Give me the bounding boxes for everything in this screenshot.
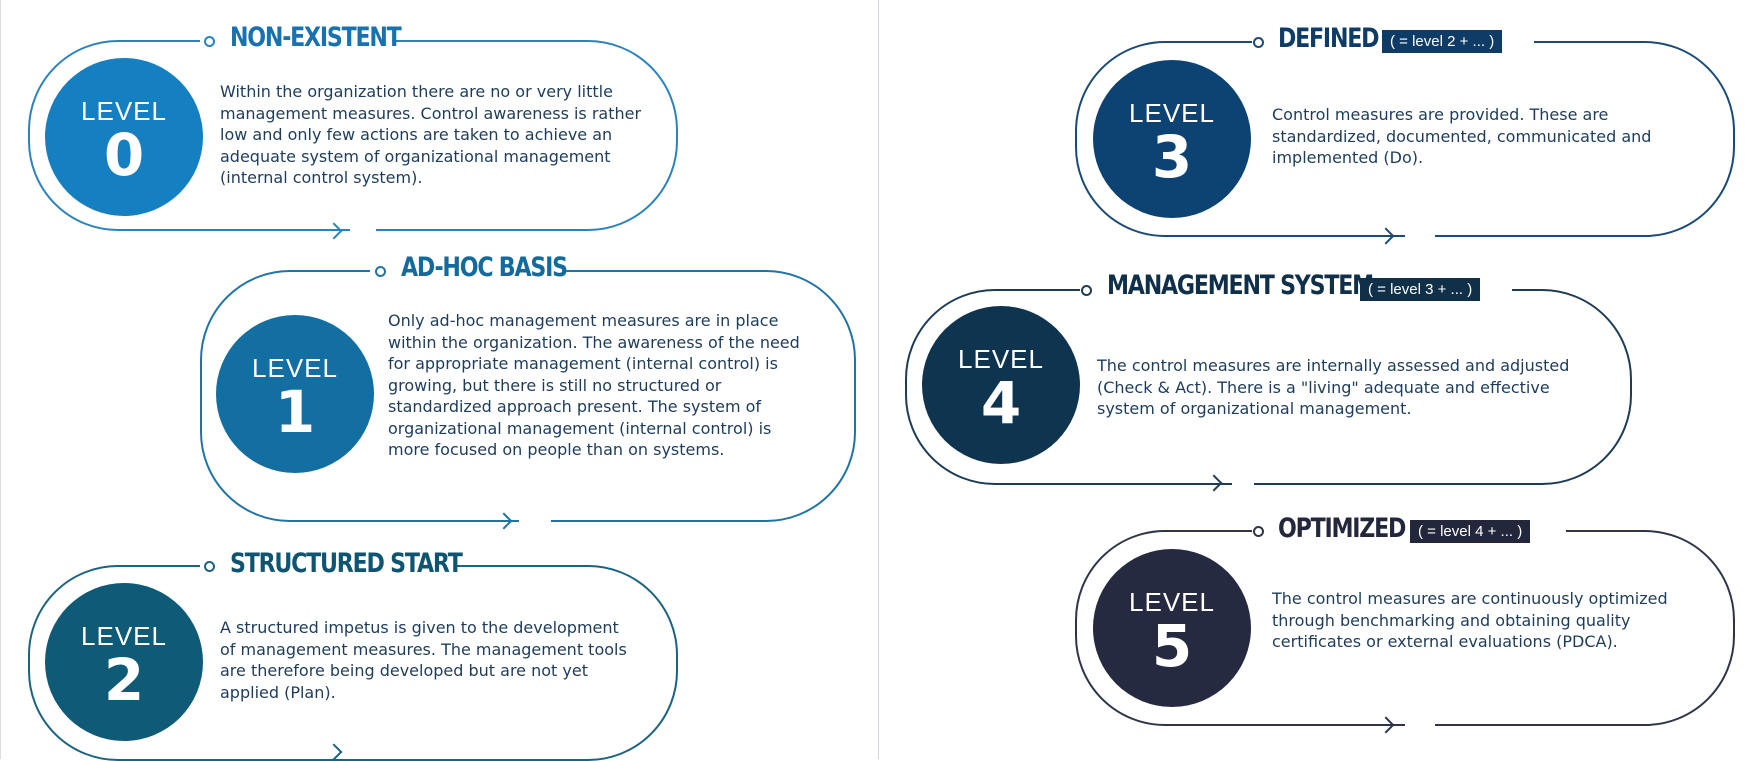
level-3-title: DEFINED	[1278, 23, 1380, 54]
level-4-number: 4	[980, 369, 1022, 437]
level-2-title: STRUCTURED START	[230, 548, 463, 579]
level-1-description: Only ad-hoc management measures are in p…	[388, 311, 800, 459]
level-3-dot	[1253, 37, 1264, 48]
level-3-badge: LEVEL 3	[1093, 60, 1251, 218]
level-2-description: A structured impetus is given to the dev…	[220, 618, 627, 702]
level-3-level-label: LEVEL	[1129, 98, 1215, 128]
level-0-number: 0	[103, 121, 145, 189]
level-4-level-label: LEVEL	[958, 344, 1044, 374]
level-1-dot	[375, 266, 386, 277]
level-3-number: 3	[1151, 123, 1193, 191]
level-1-badge: LEVEL 1	[216, 315, 374, 473]
level-2-number: 2	[103, 646, 145, 714]
level-5-tag: ( = level 4 + ... )	[1410, 520, 1531, 543]
level-1-number: 1	[274, 378, 316, 446]
level-0-title: NON-EXISTENT	[230, 22, 402, 53]
level-2-badge: LEVEL 2	[45, 583, 203, 741]
level-4-dot	[1081, 285, 1092, 296]
level-1-level-label: LEVEL	[252, 353, 338, 383]
level-5-description: The control measures are continuously op…	[1272, 589, 1668, 651]
level-0-description: Within the organization there are no or …	[220, 82, 642, 187]
level-1-title: AD-HOC BASIS	[401, 252, 568, 283]
level-3-description: Control measures are provided. These are…	[1272, 105, 1652, 167]
level-4-description: The control measures are internally asse…	[1097, 356, 1570, 418]
level-0-dot	[204, 36, 215, 47]
level-2-dot	[204, 561, 215, 572]
level-5-dot	[1253, 526, 1264, 537]
level-5-level-label: LEVEL	[1129, 587, 1215, 617]
level-2-level-label: LEVEL	[81, 621, 167, 651]
level-4-title: MANAGEMENT SYSTEM	[1107, 270, 1374, 301]
level-3-tag: ( = level 2 + ... )	[1382, 30, 1503, 53]
level-5-number: 5	[1151, 612, 1193, 680]
level-0-badge: LEVEL 0	[45, 58, 203, 216]
level-5-title: OPTIMIZED	[1278, 513, 1406, 544]
level-4-badge: LEVEL 4	[922, 306, 1080, 464]
level-5-badge: LEVEL 5	[1093, 549, 1251, 707]
level-4-tag: ( = level 3 + ... )	[1360, 278, 1481, 301]
level-0-level-label: LEVEL	[81, 96, 167, 126]
